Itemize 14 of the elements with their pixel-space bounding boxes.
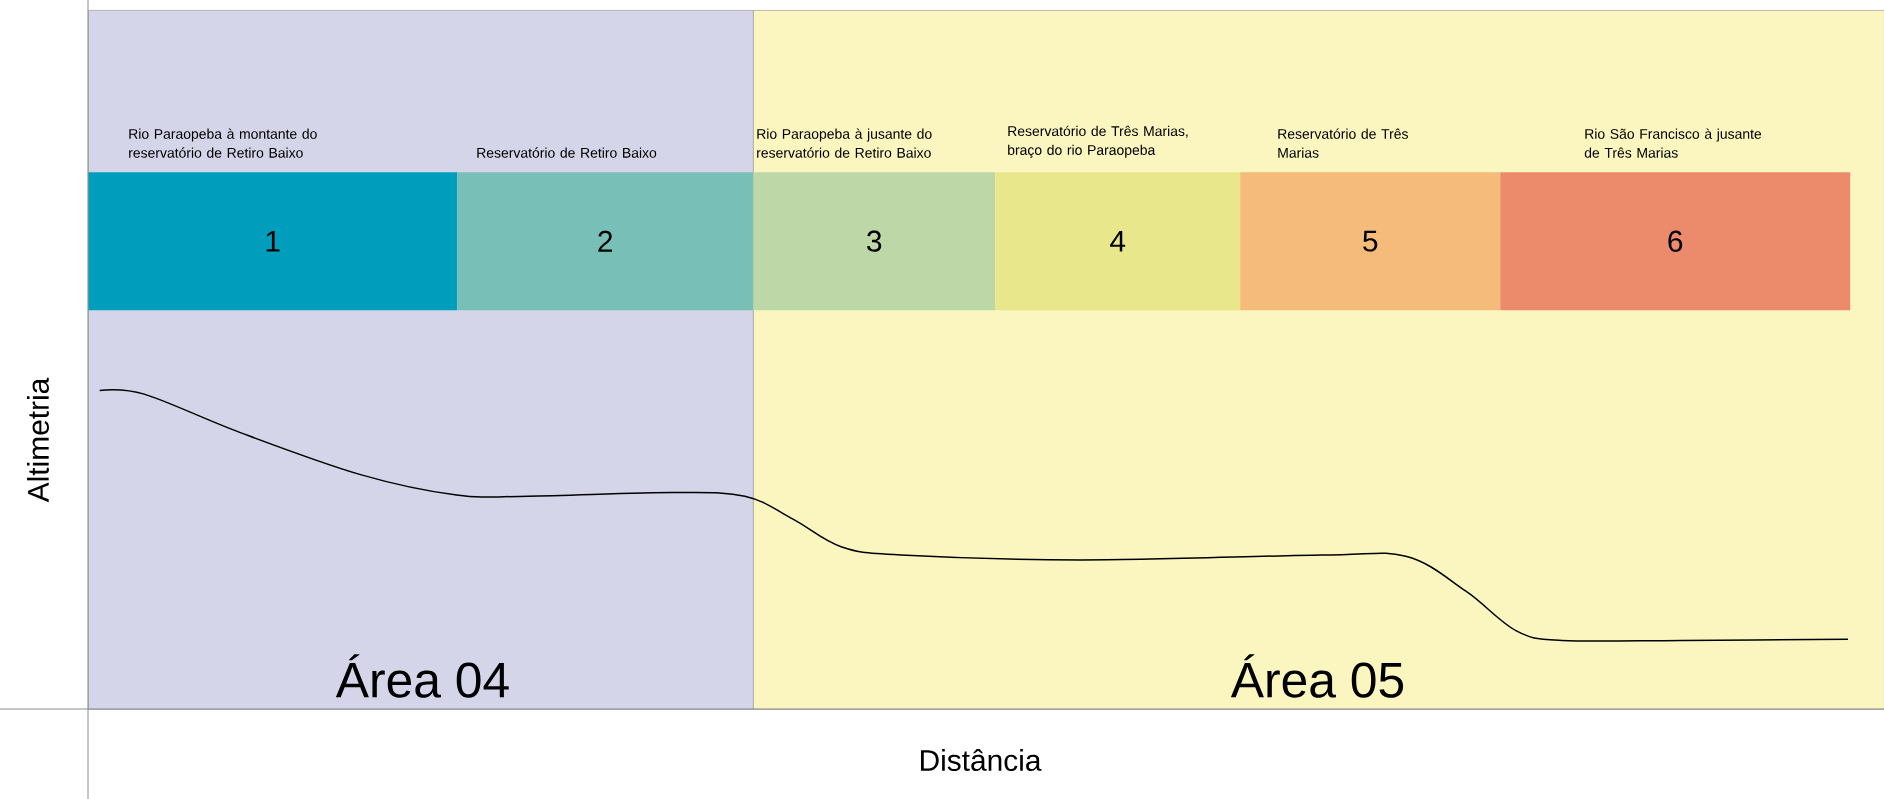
zone-heading: Rio São Francisco à jusante de Três Marias: [1584, 128, 1762, 158]
zone-box: 5: [1240, 172, 1501, 311]
zone-heading: Reservatório de Três Marias: [1278, 128, 1408, 158]
zone-box: 4: [995, 172, 1241, 311]
zone-box: 2: [457, 172, 754, 311]
zone-heading: Rio Paraopeba à jusante do reservatório de Retiro Baixo: [757, 128, 932, 158]
axis-label: Distância: [921, 748, 1042, 772]
zone-box: 3: [753, 172, 996, 311]
zone-box: 1: [88, 172, 458, 311]
zone-heading: Rio Paraopeba à montante do reservatório de Retiro Baixo: [129, 128, 317, 158]
zone-box: 6: [1500, 172, 1851, 311]
zone-heading: Reservatório de Três Marias, braço do rio Paraopeba: [1008, 125, 1188, 158]
zone-heading: Reservatório de Retiro Baixo: [477, 147, 657, 158]
axis-label: Altimetria: [27, 377, 49, 503]
